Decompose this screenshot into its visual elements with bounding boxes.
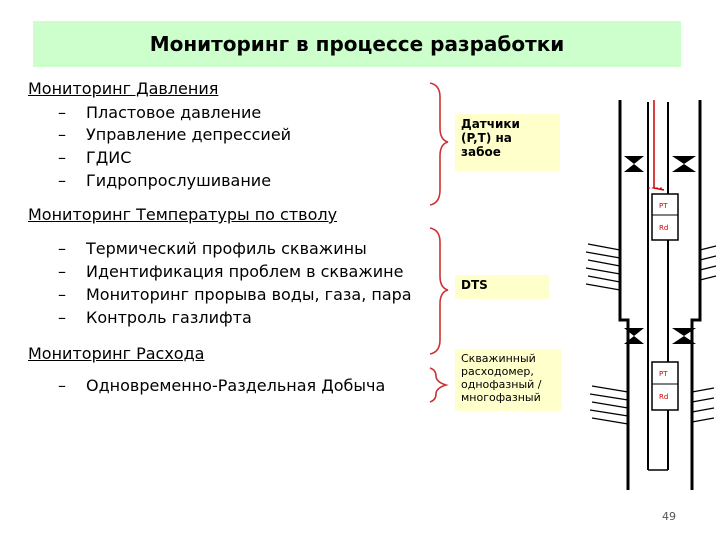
packer-lower-right-b — [672, 336, 696, 344]
page-number: 49 — [662, 510, 676, 523]
page-title: Мониторинг в процессе разработки — [149, 32, 565, 56]
perforations-lower-left — [589, 385, 629, 425]
section-heading-temperature: Мониторинг Температуры по стволу — [28, 205, 338, 224]
list-item: – ГДИС — [58, 148, 131, 167]
list-item: – Пластовое давление — [58, 103, 261, 122]
perforations-upper-left — [585, 243, 621, 291]
gauge-upper — [651, 193, 679, 241]
section-heading-pressure: Мониторинг Давления — [28, 79, 219, 98]
bullet-dash: – — [58, 262, 66, 281]
list-item-label: Пластовое давление — [86, 103, 262, 122]
packer-lower-right — [672, 328, 696, 336]
label-sensors: Датчики (P,T) на забое — [455, 114, 560, 171]
list-item: – Контроль газлифта — [58, 308, 252, 327]
gauge-upper-pt: PT — [659, 202, 668, 210]
list-item: – Термический профиль скважины — [58, 239, 367, 258]
perforations-lower-right — [691, 387, 715, 423]
list-item-label: Гидропрослушивание — [86, 171, 272, 190]
packer-upper-left-b — [624, 164, 644, 172]
brace-pressure — [429, 82, 449, 206]
gauge-upper-rd: Rd — [659, 224, 668, 232]
brace-temperature — [429, 227, 449, 355]
list-item-label: Мониторинг прорыва воды, газа, пара — [86, 285, 412, 304]
list-item-label: Контроль газлифта — [86, 308, 252, 327]
bullet-dash: – — [58, 308, 66, 327]
bullet-dash: – — [58, 239, 66, 258]
list-item-label: ГДИС — [86, 148, 132, 167]
label-flowmeter: Скважинный расходомер, однофазный / мног… — [455, 349, 561, 411]
packer-upper-right-b — [672, 164, 696, 172]
list-item-label: Идентификация проблем в скважине — [86, 262, 404, 281]
bullet-dash: – — [58, 285, 66, 304]
gauge-lower-rd: Rd — [659, 393, 668, 401]
bullet-dash: – — [58, 148, 66, 167]
section-heading-flow: Мониторинг Расхода — [28, 344, 205, 363]
casing-left-wall — [618, 100, 630, 490]
bullet-dash: – — [58, 171, 66, 190]
perforations-upper-right — [699, 245, 717, 281]
sensor-cable — [653, 100, 665, 191]
packer-lower-left-b — [624, 336, 644, 344]
list-item: – Мониторинг прорыва воды, газа, пара — [58, 285, 412, 304]
list-item: – Одновременно-Раздельная Добыча — [58, 376, 385, 395]
list-item: – Управление депрессией — [58, 125, 291, 144]
bullet-dash: – — [58, 376, 66, 395]
list-item-label: Термический профиль скважины — [86, 239, 367, 258]
list-item: – Идентификация проблем в скважине — [58, 262, 403, 281]
packer-upper-right — [672, 156, 696, 164]
list-item-label: Управление депрессией — [86, 125, 292, 144]
title-banner: Мониторинг в процессе разработки — [33, 21, 681, 67]
casing-right-wall — [690, 100, 702, 490]
bullet-dash: – — [58, 125, 66, 144]
gauge-lower-pt: PT — [659, 370, 668, 378]
label-dts: DTS — [455, 275, 549, 299]
label-flowmeter-text: Скважинный расходомер, однофазный / мног… — [461, 352, 542, 404]
packer-upper-left — [624, 156, 644, 164]
packer-lower-left — [624, 328, 644, 336]
gauge-lower — [651, 361, 679, 411]
list-item-label: Одновременно-Раздельная Добыча — [86, 376, 386, 395]
brace-flow — [429, 367, 449, 403]
bullet-dash: – — [58, 103, 66, 122]
label-dts-text: DTS — [461, 278, 488, 292]
label-sensors-text: Датчики (P,T) на забое — [461, 117, 520, 159]
list-item: – Гидропрослушивание — [58, 171, 271, 190]
